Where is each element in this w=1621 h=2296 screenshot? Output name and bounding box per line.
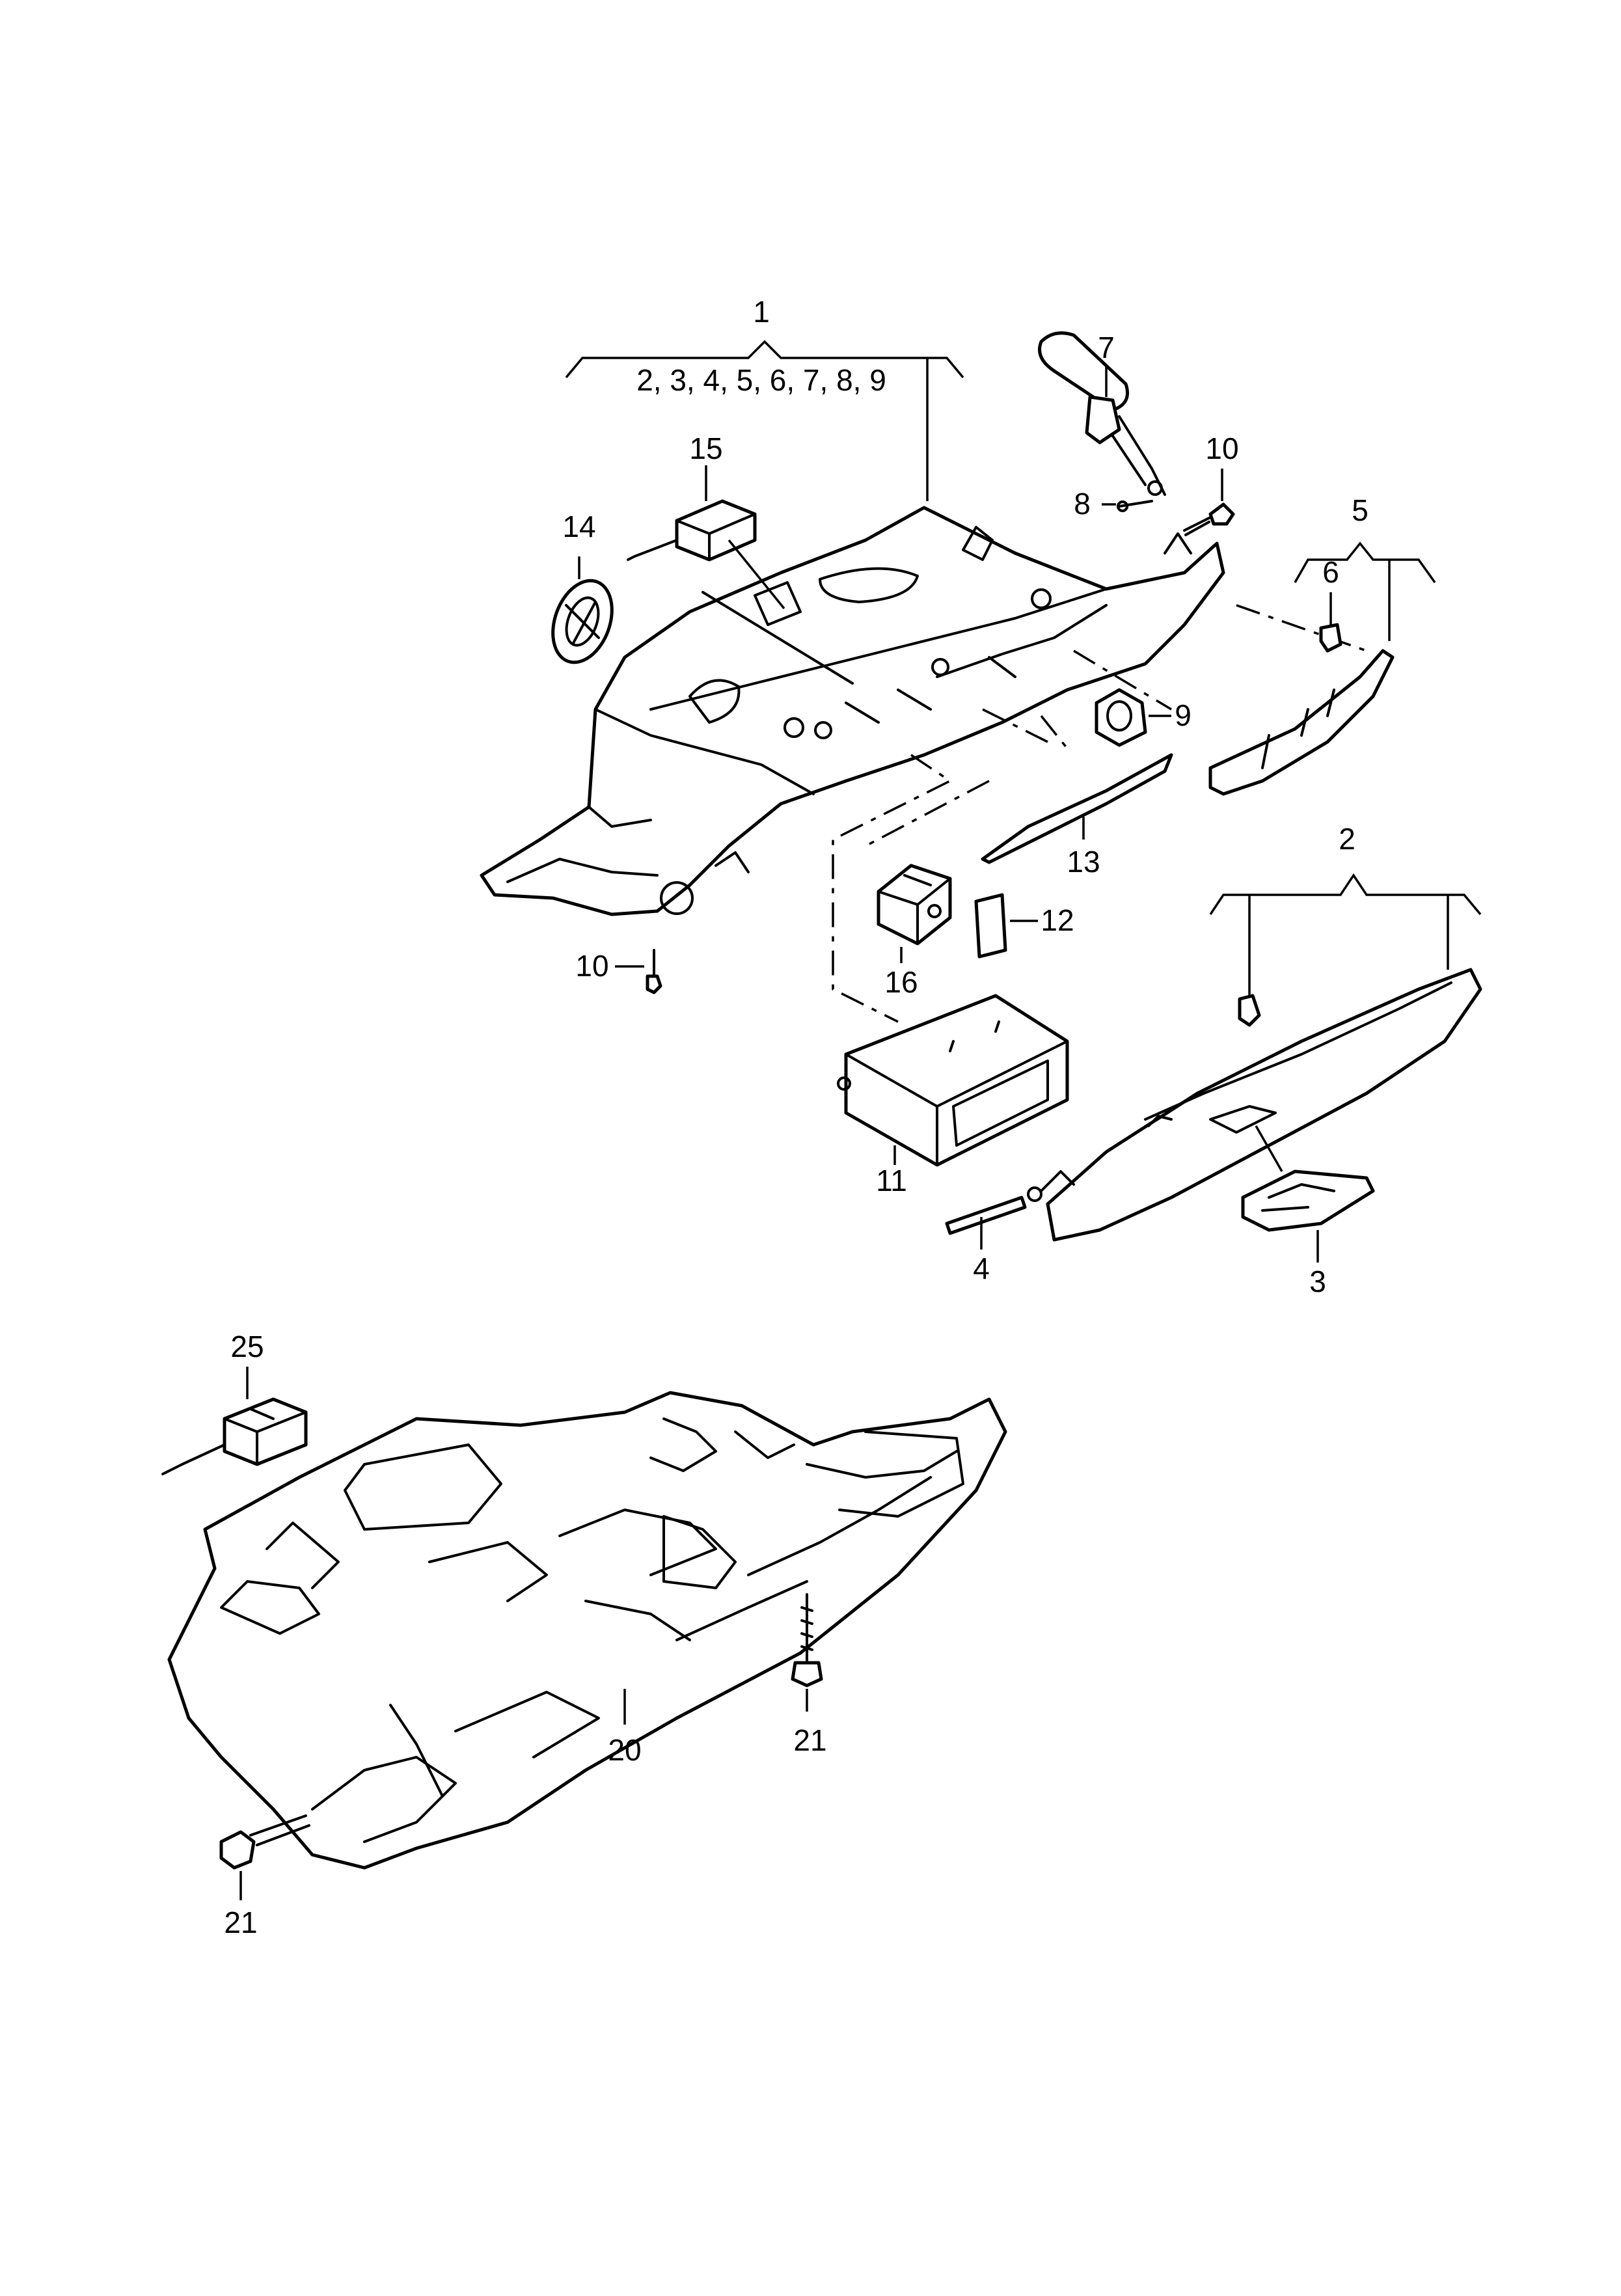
storage-tray-11 xyxy=(837,994,1069,1167)
callout-7: 7 xyxy=(1098,331,1115,364)
speaker-grill-14 xyxy=(551,556,614,664)
switch-15 xyxy=(627,465,785,610)
callout-14: 14 xyxy=(562,510,595,543)
damper-7 xyxy=(1038,331,1166,496)
bracket-2 xyxy=(1209,873,1482,996)
screw-10-left xyxy=(615,949,662,994)
callout-13: 13 xyxy=(1067,845,1100,879)
trim-strip-5 xyxy=(1208,649,1395,796)
glovebox-lid-2 xyxy=(1040,968,1482,1242)
callout-3: 3 xyxy=(1309,1264,1326,1298)
clip-6 xyxy=(1319,592,1342,653)
callout-25: 25 xyxy=(230,1330,264,1363)
pin-8 xyxy=(1102,500,1153,512)
callout-6: 6 xyxy=(1322,555,1339,589)
lock-insert-9 xyxy=(1095,688,1171,747)
callout-9: 9 xyxy=(1175,698,1192,732)
callout-15: 15 xyxy=(689,431,722,465)
callout-1-group: 2, 3, 4, 5, 6, 7, 8, 9 xyxy=(636,363,886,397)
callout-4: 4 xyxy=(973,1251,990,1285)
screw-21-right xyxy=(791,1593,823,1712)
callout-1: 1 xyxy=(753,295,770,329)
handle-3 xyxy=(1241,1169,1375,1263)
screw-10-top xyxy=(1183,469,1235,536)
bracket-1 xyxy=(565,340,964,501)
callout-5: 5 xyxy=(1352,493,1369,527)
callout-10-left: 10 xyxy=(575,949,608,983)
callout-16: 16 xyxy=(884,965,918,999)
callout-10-top: 10 xyxy=(1205,431,1238,465)
callout-8: 8 xyxy=(1074,487,1091,521)
bracket-5 xyxy=(1294,541,1436,641)
callout-21-right: 21 xyxy=(793,1723,826,1757)
callout-20: 20 xyxy=(608,1733,641,1767)
lower-tray-20 xyxy=(167,1391,1007,1870)
callout-2: 2 xyxy=(1339,822,1355,856)
cover-12 xyxy=(974,893,1038,959)
callout-11: 11 xyxy=(876,1164,907,1197)
screw-21-left xyxy=(219,1814,310,1900)
hinge-pin-4 xyxy=(945,1186,1042,1250)
switch-16 xyxy=(877,864,952,963)
glovebox-housing xyxy=(480,506,1225,916)
callout-12: 12 xyxy=(1041,903,1074,937)
callout-21-left: 21 xyxy=(224,1906,257,1939)
switch-25 xyxy=(161,1367,308,1475)
strip-13 xyxy=(981,753,1173,864)
assembly-lines xyxy=(832,604,1367,1023)
